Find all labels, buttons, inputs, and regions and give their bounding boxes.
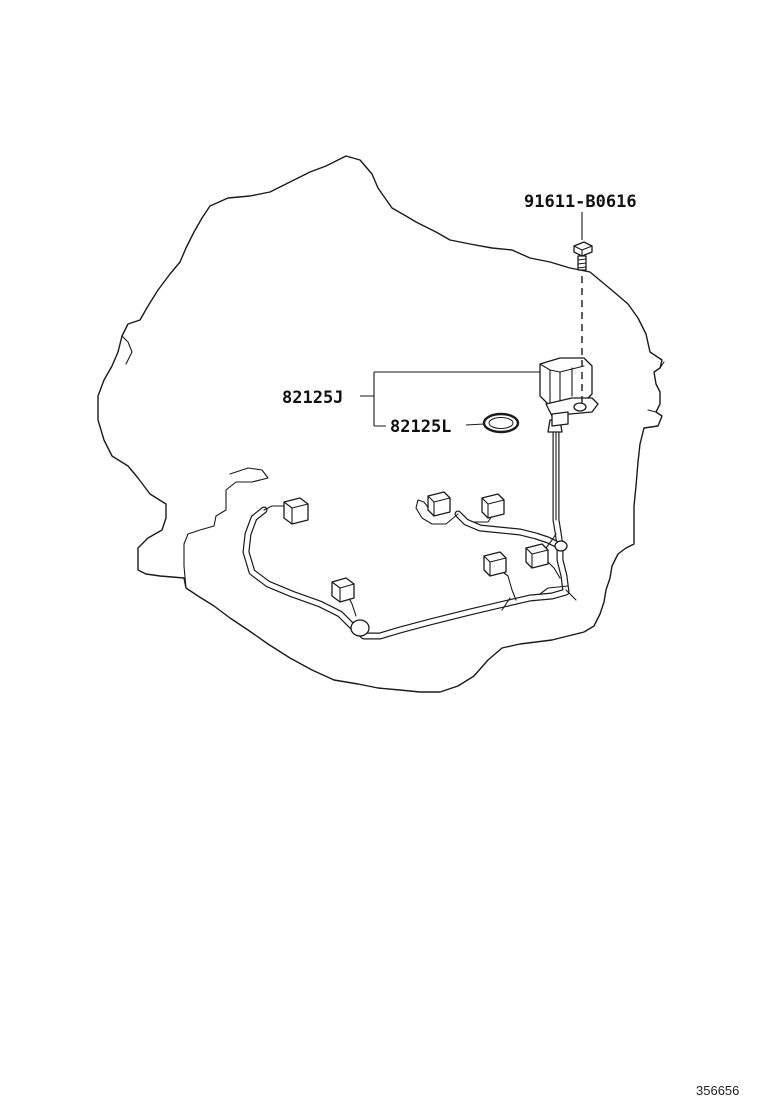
oring-part-inner [488,417,514,429]
leader-oring [374,423,485,427]
callout-sensor-label: 82125J [282,388,343,408]
connector-left-bottom [331,577,355,603]
connector-top-middle [427,491,451,517]
harness-connectors [283,491,549,603]
callout-oring-label: 82125L [390,417,451,437]
image-id-label: 356656 [696,1083,739,1098]
transmission-housing-outline [97,155,665,693]
connector-right [525,543,549,569]
leader-sensor [360,371,540,397]
speed-sensor-part [539,357,599,433]
connector-top-right [481,493,505,519]
connector-middle [483,551,507,577]
wiring-harness [242,418,577,640]
connector-left-top [283,497,309,525]
leader-lines [360,212,583,427]
callout-bolt-label: 91611-B0616 [524,192,637,212]
bolt-part [573,241,593,271]
